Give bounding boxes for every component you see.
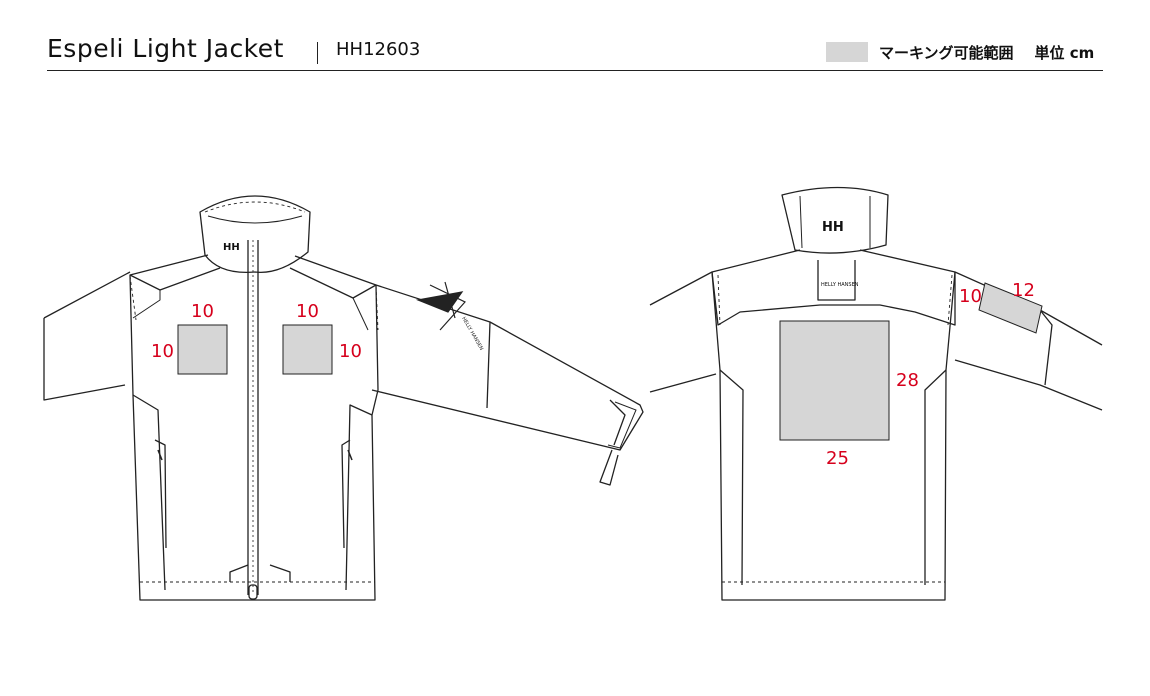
- right-chest-height-label: 10: [339, 341, 362, 362]
- header: Espeli Light Jacket HH12603 マーキング可能範囲 単位…: [47, 34, 1103, 70]
- back-width-label: 25: [826, 448, 849, 469]
- header-separator: [317, 42, 318, 64]
- product-code: HH12603: [336, 39, 421, 60]
- front-jacket: [43, 195, 644, 601]
- marking-area-back: [779, 320, 890, 441]
- back-hh-logo: HH: [822, 220, 844, 235]
- marking-area-right-chest: [282, 324, 333, 375]
- left-chest-height-label: 10: [151, 341, 174, 362]
- sleeve-logo-text: HELLY HANSEN: [460, 316, 484, 352]
- legend: マーキング可能範囲 単位 cm: [879, 42, 1094, 63]
- sleeve-height-label: 10: [959, 286, 982, 307]
- marking-area-sleeve: [978, 282, 1043, 334]
- header-rule: [47, 70, 1103, 71]
- back-jacket: [649, 186, 1103, 601]
- marking-area-left-chest: [177, 324, 228, 375]
- back-height-label: 28: [896, 370, 919, 391]
- sleeve-width-label: 12: [1012, 280, 1035, 301]
- right-chest-width-label: 10: [296, 301, 319, 322]
- neck-tape-text: HELLY HANSEN: [821, 282, 859, 288]
- legend-label: マーキング可能範囲: [879, 44, 1014, 62]
- front-hh-logo: HH: [223, 242, 240, 253]
- left-chest-width-label: 10: [191, 301, 214, 322]
- marking-area-swatch: [826, 42, 868, 62]
- product-name: Espeli Light Jacket: [47, 34, 284, 63]
- sleeve-flag-logo: [415, 281, 466, 331]
- unit-label: 単位 cm: [1034, 44, 1095, 62]
